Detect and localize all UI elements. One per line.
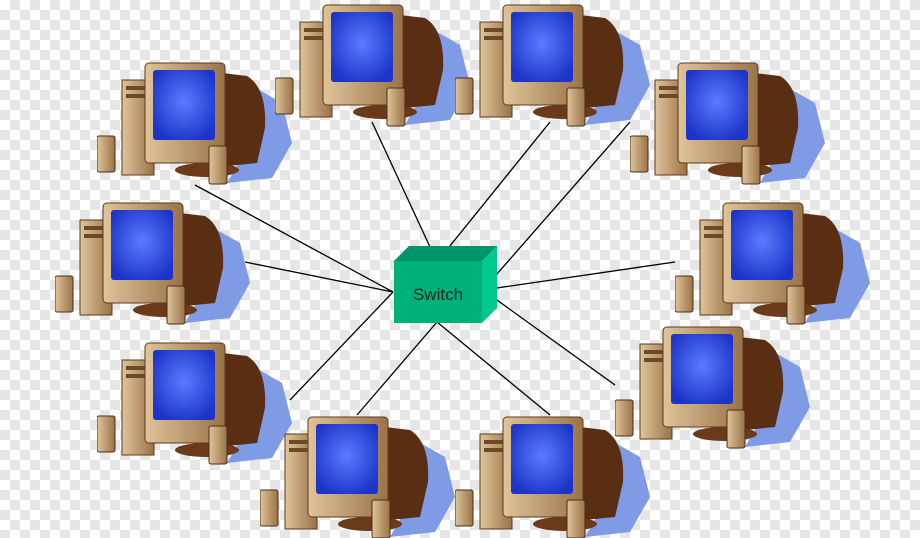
link-2 bbox=[371, 121, 438, 263]
link-5 bbox=[244, 261, 394, 293]
switch-hub: Switch bbox=[394, 246, 497, 323]
desktop-computer-icon bbox=[97, 62, 293, 185]
link-10 bbox=[436, 321, 551, 416]
link-4 bbox=[482, 121, 631, 291]
network-links bbox=[194, 121, 676, 416]
switch-front-face bbox=[394, 261, 482, 323]
desktop-computer-icon bbox=[630, 62, 826, 185]
switch-side-face bbox=[482, 246, 497, 323]
link-9 bbox=[356, 321, 438, 416]
link-3 bbox=[436, 121, 551, 263]
desktop-computer-icon bbox=[455, 4, 651, 127]
link-1 bbox=[194, 184, 394, 293]
desktop-computer-icon bbox=[675, 202, 871, 325]
link-7 bbox=[289, 291, 394, 401]
desktop-computer-icon bbox=[97, 342, 293, 465]
link-6 bbox=[482, 261, 676, 291]
switch-label: Switch bbox=[413, 285, 463, 304]
link-8 bbox=[482, 289, 616, 386]
switch-top-face bbox=[394, 246, 497, 261]
desktop-computer-icon bbox=[260, 416, 456, 538]
desktop-computer-icon bbox=[275, 4, 471, 127]
desktop-computer-icon bbox=[55, 202, 251, 325]
desktop-computer-icon bbox=[615, 326, 811, 449]
